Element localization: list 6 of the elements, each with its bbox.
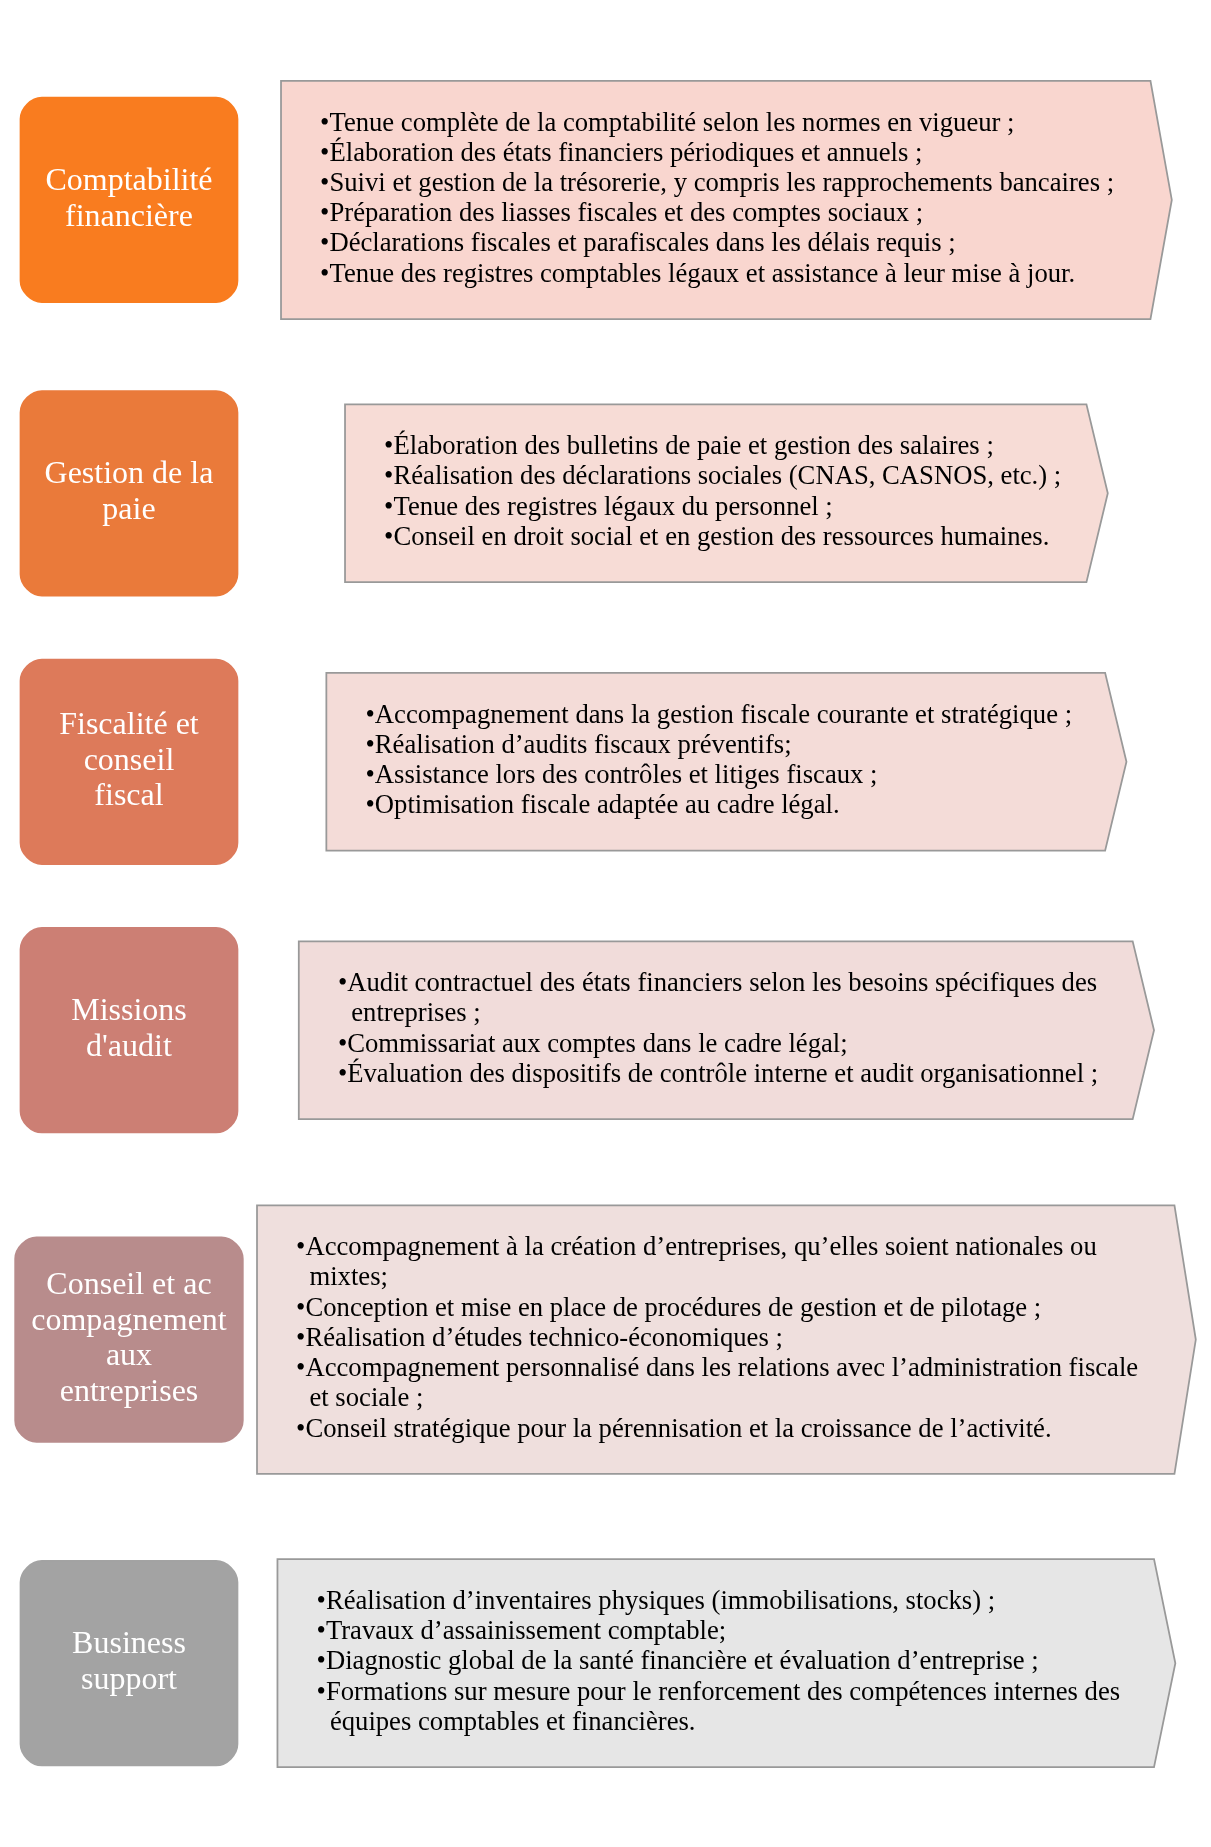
node-box: Missions d'audit: [19, 926, 239, 1133]
node-box: Gestion de la paie: [19, 389, 239, 596]
node-box: Conseil et accompagnement aux entreprises: [14, 1235, 244, 1443]
node-box: Comptabilité financière: [19, 96, 239, 303]
node-box: Fiscalité et conseil fiscal: [19, 658, 239, 865]
node-box: Business support: [19, 1559, 239, 1766]
